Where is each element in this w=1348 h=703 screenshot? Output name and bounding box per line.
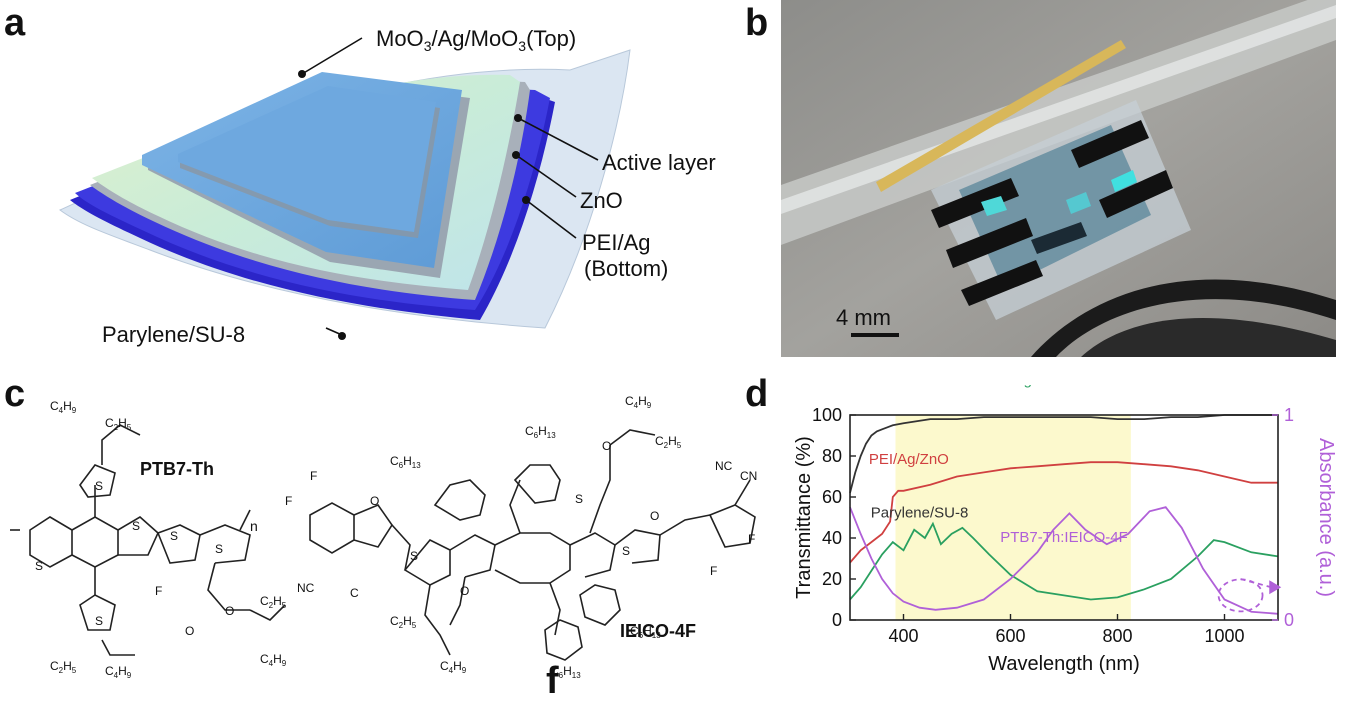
plot-frame bbox=[849, 414, 1279, 621]
ptb7-th-structure bbox=[10, 424, 286, 656]
y-axis-label-right: Absorbance (a.u.) bbox=[1315, 438, 1337, 597]
label-top-electrode: MoO3/Ag/MoO3(Top) bbox=[376, 26, 576, 54]
svg-text:CN: CN bbox=[740, 469, 757, 483]
svg-text:O: O bbox=[650, 509, 659, 523]
ieico-4f-structure bbox=[309, 429, 756, 661]
svg-text:S: S bbox=[410, 549, 418, 563]
svg-text:O: O bbox=[602, 439, 611, 453]
svg-text:O: O bbox=[370, 494, 379, 508]
scale-bar bbox=[851, 333, 899, 337]
axis-indicator-ellipse bbox=[1217, 578, 1264, 613]
svg-text:F: F bbox=[285, 494, 292, 508]
series-line-1 bbox=[849, 461, 1278, 564]
scale-bar-label: 4 mm bbox=[836, 305, 891, 330]
polymer-index-n: n bbox=[250, 518, 258, 534]
svg-text:F: F bbox=[710, 564, 717, 578]
svg-text:C4H9: C4H9 bbox=[50, 399, 77, 415]
svg-text:O: O bbox=[225, 604, 234, 618]
x-tick-label: 800 bbox=[1102, 626, 1132, 646]
y-tick-label-left: 0 bbox=[832, 610, 842, 630]
svg-text:C2H5: C2H5 bbox=[390, 614, 417, 630]
svg-text:C4H9: C4H9 bbox=[105, 664, 132, 680]
svg-text:C6H13: C6H13 bbox=[550, 664, 581, 680]
x-tick-label: 1000 bbox=[1204, 626, 1244, 646]
svg-text:F: F bbox=[748, 532, 755, 546]
y-tick-label-left: 80 bbox=[822, 446, 842, 466]
label-active-layer: Active layer bbox=[602, 150, 716, 175]
svg-text:C2H5: C2H5 bbox=[105, 416, 132, 432]
series-label-2: PTB7-Th:IEICO-4F/MoO3/Ag/MoO3 bbox=[837, 385, 1077, 388]
y-tick-label-left: 100 bbox=[812, 405, 842, 425]
series-label-1: PEI/Ag/ZnO bbox=[869, 451, 949, 468]
x-tick-label: 600 bbox=[995, 626, 1025, 646]
svg-text:NC: NC bbox=[715, 459, 733, 473]
series-line-0 bbox=[849, 414, 1278, 494]
svg-text:C2H5: C2H5 bbox=[655, 434, 682, 450]
series-line-2 bbox=[849, 521, 1279, 601]
y-axis-label-left: Transmittance (%) bbox=[793, 436, 815, 599]
panel-label-c: c bbox=[4, 373, 26, 415]
device-layer-schematic: MoO3/Ag/MoO3(Top) Active layer ZnO PEI/A… bbox=[59, 26, 716, 347]
label-zno: ZnO bbox=[580, 188, 623, 213]
svg-text:S: S bbox=[170, 529, 178, 543]
svg-text:C2H5: C2H5 bbox=[50, 659, 77, 675]
x-axis-label: Wavelength (nm) bbox=[988, 653, 1140, 675]
panel-label-b: b bbox=[745, 2, 769, 44]
chemical-structures: PTB7-Th n S S S S S S F O O C4H9 C2H5 C2H5 C4H… bbox=[10, 394, 757, 680]
y-tick-label-left: 60 bbox=[822, 487, 842, 507]
y-tick-label-right: 0 bbox=[1284, 610, 1294, 630]
series-line-3 bbox=[849, 506, 1279, 615]
svg-text:S: S bbox=[215, 542, 223, 556]
axis-indicator-arrow-line bbox=[1240, 578, 1272, 589]
svg-text:S: S bbox=[35, 559, 43, 573]
y-tick-label-right: 1 bbox=[1284, 405, 1294, 425]
svg-text:S: S bbox=[575, 492, 583, 506]
y-tick-label-left: 20 bbox=[822, 569, 842, 589]
series-label-3: PTB7-Th:IEICO-4F bbox=[1000, 529, 1128, 546]
svg-text:S: S bbox=[95, 614, 103, 628]
label-pei-ag: PEI/Ag bbox=[582, 230, 650, 255]
ieico-4f-label: IEICO-4F bbox=[620, 621, 696, 641]
ptb7-th-label: PTB7-Th bbox=[140, 459, 214, 479]
label-pei-ag-bottom: (Bottom) bbox=[584, 256, 668, 281]
svg-text:S: S bbox=[95, 479, 103, 493]
series-label-0: Parylene/SU-8 bbox=[871, 505, 969, 522]
panel-label-a: a bbox=[4, 2, 26, 44]
device-photograph: 4 mm bbox=[781, 0, 1336, 357]
svg-text:C4H9: C4H9 bbox=[625, 394, 652, 410]
axis-indicator-arrowhead bbox=[1269, 580, 1282, 595]
label-parylene: Parylene/SU-8 bbox=[102, 322, 245, 347]
svg-text:C6H13: C6H13 bbox=[525, 424, 556, 440]
svg-text:C: C bbox=[350, 586, 359, 600]
svg-text:C6H13: C6H13 bbox=[390, 454, 421, 470]
svg-text:C4H9: C4H9 bbox=[260, 652, 287, 668]
highlight-region bbox=[895, 415, 1131, 620]
svg-text:F: F bbox=[155, 584, 162, 598]
svg-text:O: O bbox=[460, 584, 469, 598]
svg-text:C2H5: C2H5 bbox=[260, 594, 287, 610]
svg-text:S: S bbox=[132, 519, 140, 533]
panel-label-d: d bbox=[745, 373, 769, 415]
svg-text:F: F bbox=[310, 469, 317, 483]
x-tick-label: 400 bbox=[888, 626, 918, 646]
svg-text:O: O bbox=[185, 624, 194, 638]
y-tick-label-left: 40 bbox=[822, 528, 842, 548]
svg-text:NC: NC bbox=[297, 581, 315, 595]
svg-text:C4H9: C4H9 bbox=[440, 659, 467, 675]
svg-text:S: S bbox=[622, 544, 630, 558]
